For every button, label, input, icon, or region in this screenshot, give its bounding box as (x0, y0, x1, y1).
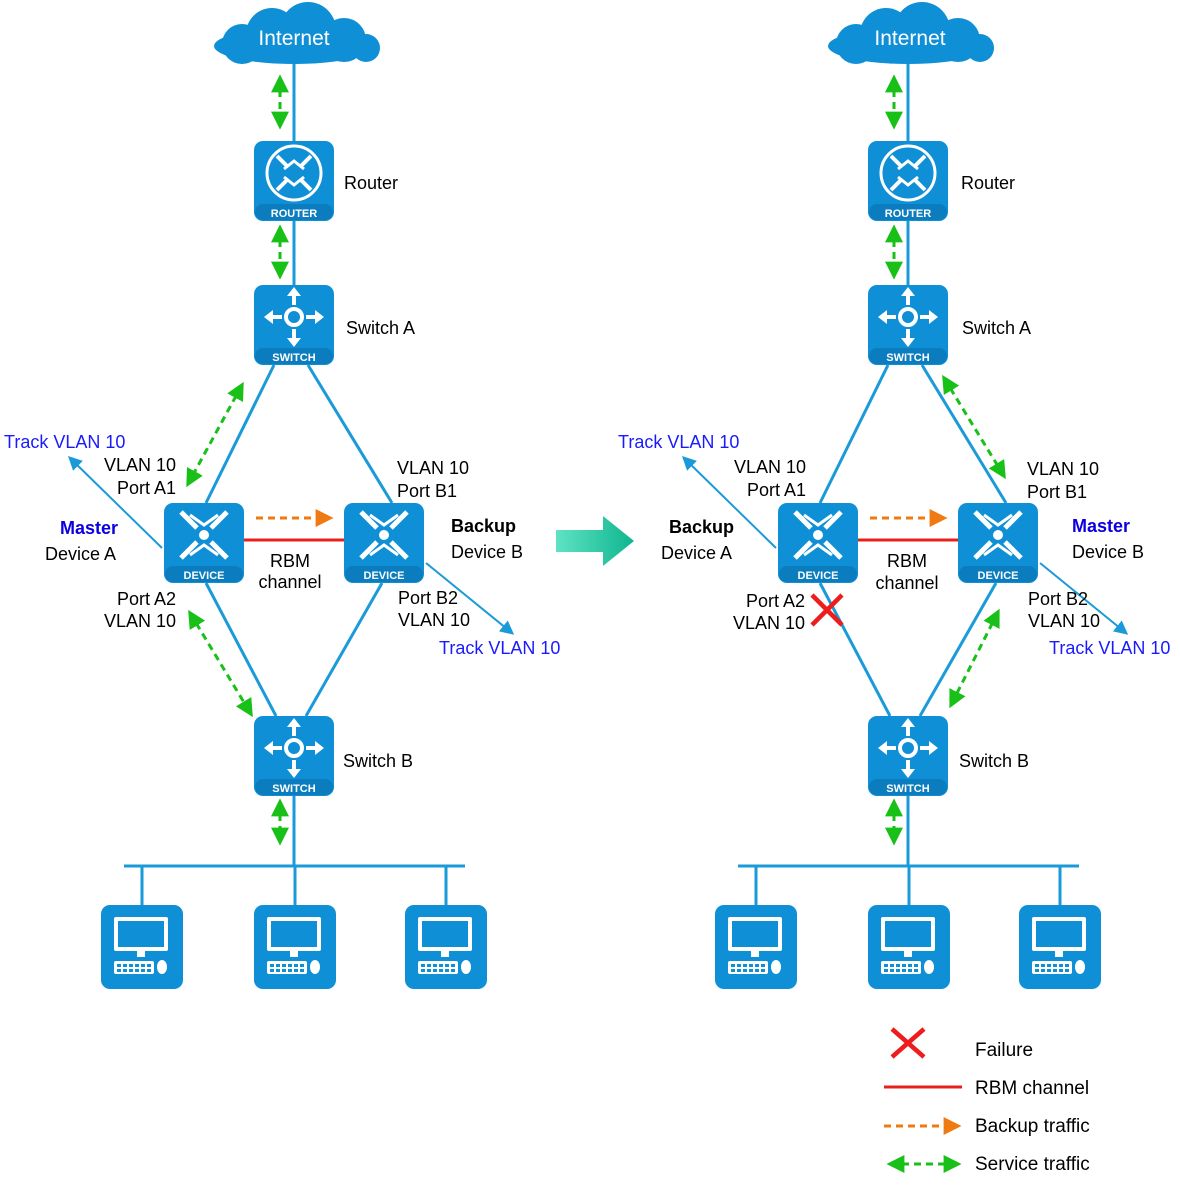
right-port-b2-label: Port B2 (1028, 589, 1089, 609)
network-links (67, 60, 1129, 906)
right-switch-b-label: Switch B (959, 751, 1030, 771)
left-link-switch-a-device-b (306, 364, 394, 504)
left-port-a2-vlan-label: VLAN 10 (103, 611, 176, 631)
left-service-arrow-lower (188, 609, 253, 718)
left-port-a2-label: Port A2 (116, 589, 176, 609)
right-rbm-label: RBM (887, 551, 927, 571)
left-track-vlan-b-label: Track VLAN 10 (439, 638, 561, 658)
legend-symbols (884, 1027, 962, 1173)
right-link-switch-a-device-b (920, 364, 1008, 504)
left-device-a-role: Master (60, 518, 119, 538)
right-service-arrow-upper (942, 374, 1006, 480)
right-pc-icon-2 (868, 905, 950, 989)
left-device-b-name: Device B (451, 542, 524, 562)
right-internet-label: Internet (874, 27, 946, 50)
right-router-icon-text: ROUTER (885, 208, 932, 220)
right-failure-cross-icon (810, 593, 844, 627)
left-device-b-role: Backup (451, 516, 517, 536)
right-port-a2-vlan-label: VLAN 10 (732, 613, 805, 633)
right-device-a-role: Backup (669, 517, 735, 537)
left-device-b-icon-text: DEVICE (364, 570, 405, 582)
left-track-vlan-a-label: Track VLAN 10 (4, 432, 126, 452)
legend-failure-icon-stroke (890, 1027, 926, 1059)
left-port-b1-label: Port B1 (397, 481, 458, 501)
left-device-a-name: Device A (45, 544, 117, 564)
right-track-line-b (1039, 562, 1129, 635)
right-switch-a-label: Switch A (962, 318, 1032, 338)
left-device-b-icon: DEVICE (344, 503, 424, 583)
right-device-b-icon: DEVICE (958, 503, 1038, 583)
right-track-vlan-b-label: Track VLAN 10 (1049, 638, 1171, 658)
right-link-switch-a-device-a (818, 364, 890, 504)
left-internet-label: Internet (258, 27, 330, 50)
left-router-icon: ROUTER (254, 141, 334, 221)
right-port-a2-label: Port A2 (745, 591, 805, 611)
left-pc-icon-3 (405, 905, 487, 989)
network-devices: ROUTER SWITCH SWITCH DEVICE DEVICE ROUTER SWIT… (101, 2, 1101, 989)
right-device-b-name: Device B (1072, 542, 1145, 562)
left-service-arrow-upper (186, 381, 244, 488)
right-port-a1-label: Port A1 (746, 480, 806, 500)
right-service-arrow-lower (949, 608, 1000, 709)
right-switch-b-icon-text: SWITCH (886, 783, 929, 795)
right-device-a-icon-text: DEVICE (798, 570, 839, 582)
left-pc-icon-2 (254, 905, 336, 989)
right-internet-cloud-icon (828, 2, 994, 64)
right-link-device-b-switch-b (918, 582, 998, 717)
left-switch-a-icon-text: SWITCH (272, 352, 315, 364)
left-router-icon-text: ROUTER (271, 208, 318, 220)
left-switch-b-label: Switch B (343, 751, 414, 771)
right-device-b-role: Master (1072, 516, 1131, 536)
left-port-b2-vlan-label: VLAN 10 (398, 610, 471, 630)
legend-rbm-label: RBM channel (975, 1078, 1090, 1099)
right-track-vlan-a-label: Track VLAN 10 (618, 432, 740, 452)
right-track-line-a (681, 456, 777, 549)
right-device-b-icon-text: DEVICE (978, 570, 1019, 582)
transition-arrow-icon (556, 516, 634, 566)
right-device-a-icon: DEVICE (778, 503, 858, 583)
right-rbm-channel-label: channel (875, 573, 939, 593)
right-port-b1-label: Port B1 (1027, 482, 1088, 502)
legend-backup-label: Backup traffic (975, 1116, 1090, 1137)
right-pc-icon-3 (1019, 905, 1101, 989)
right-port-b1-vlan-label: VLAN 10 (1027, 459, 1100, 479)
left-port-b2-label: Port B2 (398, 588, 459, 608)
right-switch-a-icon-text: SWITCH (886, 352, 929, 364)
right-device-a-name: Device A (661, 543, 733, 563)
legend-failure-label: Failure (975, 1040, 1034, 1061)
left-port-b1-vlan-label: VLAN 10 (397, 458, 470, 478)
right-port-a1-vlan-label: VLAN 10 (733, 457, 806, 477)
left-switch-b-icon-text: SWITCH (272, 783, 315, 795)
left-rbm-label: RBM (270, 551, 310, 571)
left-device-a-icon: DEVICE (164, 503, 244, 583)
left-port-a1-label: Port A1 (116, 478, 176, 498)
right-switch-b-icon: SWITCH (868, 716, 948, 796)
right-router-icon: ROUTER (868, 141, 948, 221)
left-pc-icon-1 (101, 905, 183, 989)
right-port-b2-vlan-label: VLAN 10 (1028, 611, 1101, 631)
traffic-arrows (186, 74, 1006, 1173)
legend-service-label: Service traffic (975, 1154, 1090, 1175)
right-switch-a-icon: SWITCH (868, 285, 948, 365)
left-port-a1-vlan-label: VLAN 10 (103, 455, 176, 475)
right-link-device-a-switch-b (818, 582, 892, 717)
left-link-device-b-switch-b (304, 582, 384, 717)
left-device-a-icon-text: DEVICE (184, 570, 225, 582)
right-pc-icon-1 (715, 905, 797, 989)
right-router-label: Router (961, 173, 1016, 193)
left-router-label: Router (344, 173, 399, 193)
left-internet-cloud-icon (214, 2, 380, 64)
left-switch-a-label: Switch A (346, 318, 416, 338)
left-rbm-channel-label: channel (258, 572, 322, 592)
left-track-line-b (425, 562, 515, 635)
left-switch-b-icon: SWITCH (254, 716, 334, 796)
left-switch-a-icon: SWITCH (254, 285, 334, 365)
left-track-line-a (67, 456, 163, 549)
